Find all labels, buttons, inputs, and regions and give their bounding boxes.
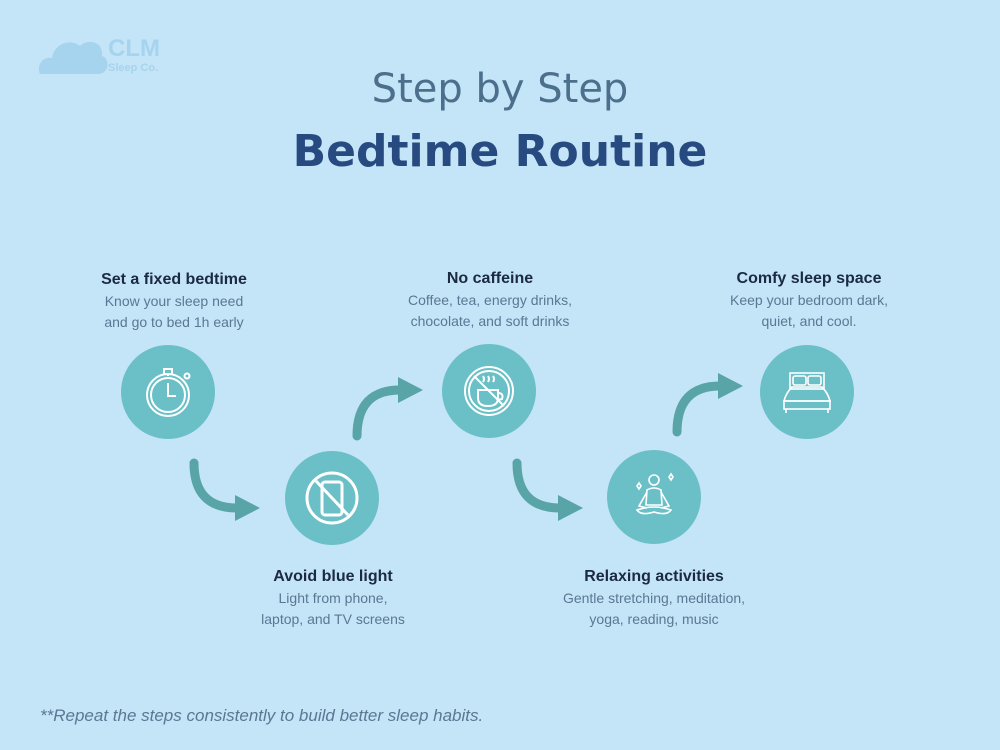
step-title: Comfy sleep space [736, 270, 882, 287]
step-desc: Keep your bedroom dark, [730, 292, 888, 308]
arrow-up-right-2 [672, 373, 743, 437]
step-desc: Gentle stretching, meditation, [562, 590, 746, 606]
stopwatch-icon [146, 368, 191, 417]
step-3-circle [442, 344, 536, 438]
no-phone-icon [305, 471, 359, 525]
step-desc: quiet, and cool. [761, 313, 857, 329]
brand-name: CLM [108, 35, 160, 62]
arrow-down-right-1 [189, 458, 260, 521]
step-1-circle [121, 345, 215, 439]
step-title: Relaxing activities [584, 568, 724, 585]
cloud-icon [38, 41, 108, 74]
step-5-text: Comfy sleep space Keep your bedroom dark… [679, 268, 939, 332]
arrow-up-right-1 [352, 377, 423, 441]
no-coffee-icon [464, 366, 514, 416]
step-title: No caffeine [446, 270, 534, 287]
meditation-icon [635, 472, 674, 515]
step-desc: laptop, and TV screens [261, 611, 405, 627]
footnote: **Repeat the steps consistently to build… [40, 706, 484, 725]
page-title: Bedtime Routine [292, 126, 708, 177]
arrow-down-right-2 [512, 458, 583, 521]
step-title: Avoid blue light [273, 568, 393, 585]
step-4-circle [607, 450, 701, 544]
step-5-circle [760, 345, 854, 439]
step-desc: Know your sleep need [104, 293, 244, 309]
bed-icon [782, 372, 832, 413]
step-3-text: No caffeine Coffee, tea, energy drinks, … [360, 268, 620, 332]
step-desc: Light from phone, [278, 590, 388, 606]
brand-sub: Sleep Co. [108, 62, 159, 74]
page-subtitle: Step by Step [371, 66, 629, 112]
step-2-circle [285, 451, 379, 545]
step-desc: chocolate, and soft drinks [410, 313, 570, 329]
step-desc: Coffee, tea, energy drinks, [408, 292, 572, 308]
step-desc: and go to bed 1h early [104, 314, 244, 330]
step-2-text: Avoid blue light Light from phone, lapto… [203, 566, 463, 630]
step-title: Set a fixed bedtime [101, 271, 247, 288]
step-desc: yoga, reading, music [589, 611, 719, 627]
step-1-text: Set a fixed bedtime Know your sleep need… [44, 269, 304, 333]
step-4-text: Relaxing activities Gentle stretching, m… [524, 566, 784, 630]
